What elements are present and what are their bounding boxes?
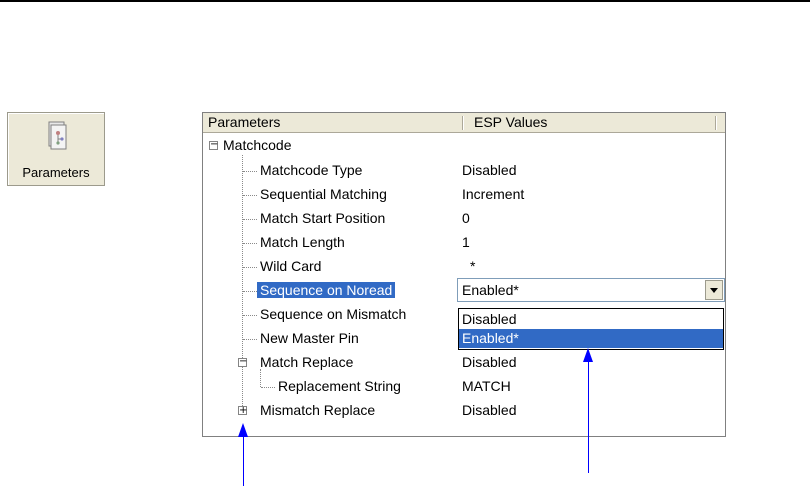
param-label-wild-card[interactable]: Wild Card xyxy=(260,258,322,274)
tree-line-match-replace xyxy=(260,369,262,387)
parameters-tree-grid[interactable]: Parameters ESP Values − Matchcode Matchc… xyxy=(202,112,726,437)
tree-branch xyxy=(243,291,257,293)
param-value-sequential-matching[interactable]: Increment xyxy=(462,186,525,202)
param-value-replacement-string[interactable]: MATCH xyxy=(462,378,511,394)
dropdown-option-enabled[interactable]: Enabled* xyxy=(459,329,723,348)
tree-branch xyxy=(243,195,257,197)
param-label-match-length[interactable]: Match Length xyxy=(260,234,345,250)
param-label-mismatch-replace[interactable]: Mismatch Replace xyxy=(260,402,376,418)
annotation-arrow-head-right xyxy=(583,348,593,362)
dropdown-option-disabled[interactable]: Disabled xyxy=(462,311,517,327)
selected-row-highlight: Sequence on Noread xyxy=(257,282,396,298)
combobox-value: Enabled* xyxy=(462,282,519,298)
tree-line-root xyxy=(242,155,244,412)
param-label-match-replace[interactable]: Match Replace xyxy=(260,354,354,370)
param-value-match-replace[interactable]: Disabled xyxy=(462,354,517,370)
parameters-document-icon xyxy=(48,121,67,150)
tree-branch xyxy=(243,267,257,269)
param-value-matchcode-type[interactable]: Disabled xyxy=(462,162,517,178)
tree-node-matchcode[interactable]: Matchcode xyxy=(223,137,292,153)
param-label-replacement-string[interactable]: Replacement String xyxy=(278,378,401,394)
expand-mismatch-replace-toggle[interactable]: + xyxy=(238,405,248,416)
collapse-matchcode-toggle[interactable]: − xyxy=(209,139,219,150)
parameters-button-label: Parameters xyxy=(22,165,90,180)
param-value-mismatch-replace[interactable]: Disabled xyxy=(462,402,517,418)
tree-branch xyxy=(261,387,275,389)
annotation-arrow-right xyxy=(588,361,589,473)
tree-branch xyxy=(243,219,257,221)
parameters-button[interactable]: Parameters xyxy=(7,112,105,186)
param-label-sequential-matching[interactable]: Sequential Matching xyxy=(260,186,387,202)
tree-branch xyxy=(243,339,257,341)
param-label-matchcode-type[interactable]: Matchcode Type xyxy=(260,162,363,178)
annotation-arrow-left xyxy=(243,436,244,486)
param-value-match-length[interactable]: 1 xyxy=(462,234,470,250)
param-label-sequence-on-noread[interactable]: Sequence on Noread xyxy=(257,279,396,302)
annotation-arrow-head-left xyxy=(238,423,248,437)
grid-header: Parameters ESP Values xyxy=(203,113,725,133)
param-value-wild-card[interactable]: * xyxy=(470,258,476,274)
tree-branch xyxy=(243,171,257,173)
param-label-match-start-position[interactable]: Match Start Position xyxy=(260,210,386,226)
param-value-match-start-position[interactable]: 0 xyxy=(462,210,470,226)
param-label-new-master-pin[interactable]: New Master Pin xyxy=(260,330,359,346)
tree-branch xyxy=(243,315,257,317)
page-top-rule xyxy=(0,0,810,2)
dropdown-arrow-button[interactable] xyxy=(705,280,723,300)
combobox-dropdown-list[interactable]: Disabled Enabled* xyxy=(458,308,724,350)
column-divider-end xyxy=(715,116,717,130)
column-divider[interactable] xyxy=(462,116,464,130)
column-header-parameters[interactable]: Parameters xyxy=(208,114,281,130)
chevron-down-icon xyxy=(710,288,718,293)
column-header-esp-values[interactable]: ESP Values xyxy=(474,114,548,130)
param-label-sequence-on-mismatch[interactable]: Sequence on Mismatch xyxy=(260,306,407,322)
sequence-on-noread-combobox[interactable]: Enabled* xyxy=(457,278,725,302)
tree-branch xyxy=(243,243,257,245)
collapse-match-replace-toggle[interactable]: − xyxy=(238,356,248,367)
